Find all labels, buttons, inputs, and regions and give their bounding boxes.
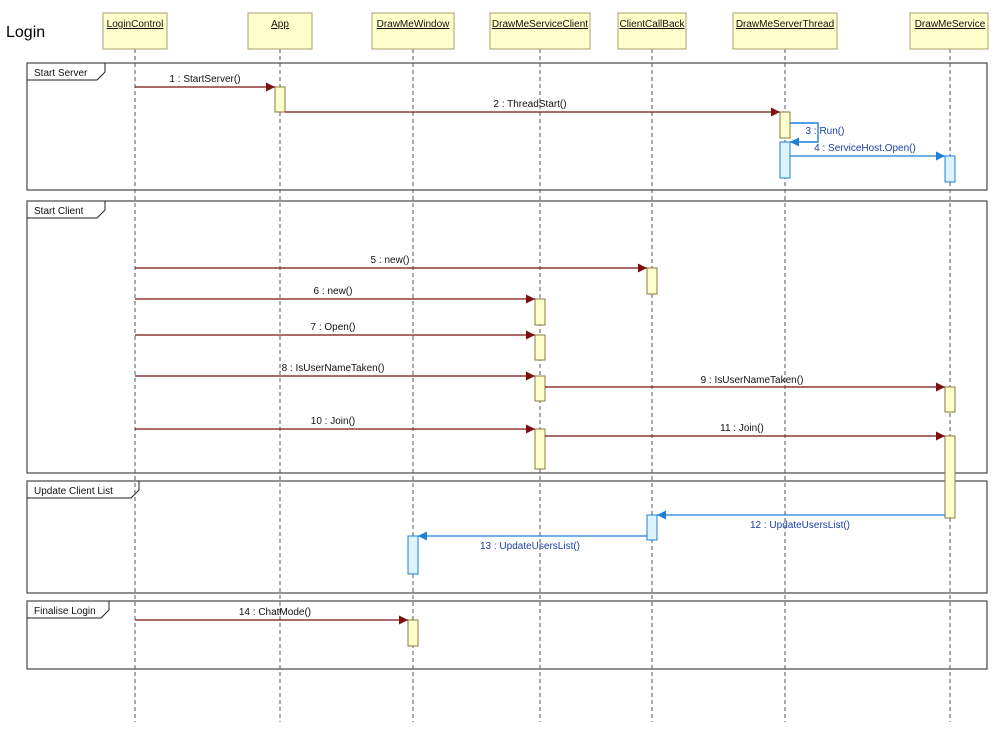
lifeline-head — [489, 12, 591, 50]
lifeline-dmw: DrawMeWindow — [371, 12, 455, 722]
message-label: 4 : ServiceHost.Open() — [814, 143, 916, 154]
lifeline-label: DrawMeWindow — [377, 19, 451, 30]
lifeline-app: App — [247, 12, 313, 722]
message-label: 11 : Join() — [720, 423, 764, 434]
lifeline-label: ClientCallBack — [619, 19, 685, 30]
lifeline-dmsc: DrawMeServiceClient — [489, 12, 591, 722]
activation-bar — [944, 435, 956, 519]
activation-bar — [944, 386, 956, 413]
message-label: 9 : IsUserNameTaken() — [701, 375, 804, 386]
message-2: 2 : ThreadStart() — [285, 99, 780, 117]
lifeline-lc: LoginControl — [102, 12, 168, 722]
activation-bar — [274, 86, 286, 113]
message-1: 1 : StartServer() — [135, 74, 275, 92]
activation-bar — [646, 267, 658, 295]
message-label: 14 : ChatMode() — [239, 607, 311, 618]
activation-bar — [407, 619, 419, 647]
combined-fragment: Update Client List — [26, 480, 988, 594]
activation-bar — [534, 428, 546, 470]
activation-bar — [534, 375, 546, 402]
message-4: 4 : ServiceHost.Open() — [790, 143, 945, 161]
activation-bar — [779, 111, 791, 139]
message-label: 10 : Join() — [311, 416, 355, 427]
message-7: 7 : Open() — [135, 322, 535, 340]
combined-fragment: Start Client — [26, 200, 988, 474]
lifeline-head — [732, 12, 838, 50]
lifeline-dms: DrawMeService — [909, 12, 989, 722]
lifeline-head — [617, 12, 687, 50]
message-label: 5 : new() — [371, 255, 410, 266]
lifeline-ccb: ClientCallBack — [617, 12, 687, 722]
lifeline-layer: LoginControl App DrawMeWindow DrawMeService… — [102, 12, 989, 722]
message-14: 14 : ChatMode() — [135, 607, 408, 625]
activation-bar — [779, 141, 791, 179]
lifeline-head — [102, 12, 168, 50]
combined-fragment: Finalise Login — [26, 600, 988, 670]
lifeline-label: LoginControl — [107, 19, 164, 30]
activation-bar — [646, 514, 658, 541]
message-arrow — [790, 122, 819, 147]
lifeline-label: DrawMeService — [915, 19, 986, 30]
message-12: 12 : UpdateUsersList() — [657, 510, 945, 531]
activation-bar — [407, 535, 419, 575]
message-layer: 1 : StartServer() 2 : ThreadStart() 3 : Ru… — [135, 74, 945, 625]
message-10: 10 : Join() — [135, 416, 535, 434]
activation-layer — [274, 86, 956, 647]
message-label: 6 : new() — [314, 286, 353, 297]
lifeline-label: DrawMeServiceClient — [492, 19, 588, 30]
lifeline-head — [371, 12, 455, 50]
message-label: 8 : IsUserNameTaken() — [282, 363, 385, 374]
message-label: 1 : StartServer() — [169, 74, 240, 85]
activation-bar — [534, 298, 546, 326]
activation-bar — [944, 155, 956, 183]
lifeline-head — [247, 12, 313, 50]
combined-fragment: Start Server — [26, 62, 988, 191]
message-13: 13 : UpdateUsersList() — [418, 531, 647, 552]
message-9: 9 : IsUserNameTaken() — [545, 375, 945, 392]
message-3: 3 : Run() — [790, 122, 845, 147]
message-11: 11 : Join() — [545, 423, 945, 441]
message-label: 13 : UpdateUsersList() — [480, 541, 580, 552]
message-8: 8 : IsUserNameTaken() — [135, 363, 535, 381]
lifeline-head — [909, 12, 989, 50]
fragment-label: Start Server — [34, 68, 88, 79]
activation-bar — [534, 334, 546, 361]
lifeline-label: App — [271, 19, 289, 30]
message-label: 12 : UpdateUsersList() — [750, 520, 850, 531]
message-label: 7 : Open() — [310, 322, 355, 333]
message-label: 2 : ThreadStart() — [493, 99, 566, 110]
lifeline-label: DrawMeServerThread — [736, 19, 834, 30]
fragment-label: Finalise Login — [34, 606, 96, 617]
fragment-label: Start Client — [34, 206, 84, 217]
message-5: 5 : new() — [135, 255, 647, 273]
diagram-title: Login — [6, 24, 45, 41]
message-label: 3 : Run() — [806, 126, 845, 137]
fragment-label: Update Client List — [34, 486, 113, 497]
message-6: 6 : new() — [135, 286, 535, 304]
